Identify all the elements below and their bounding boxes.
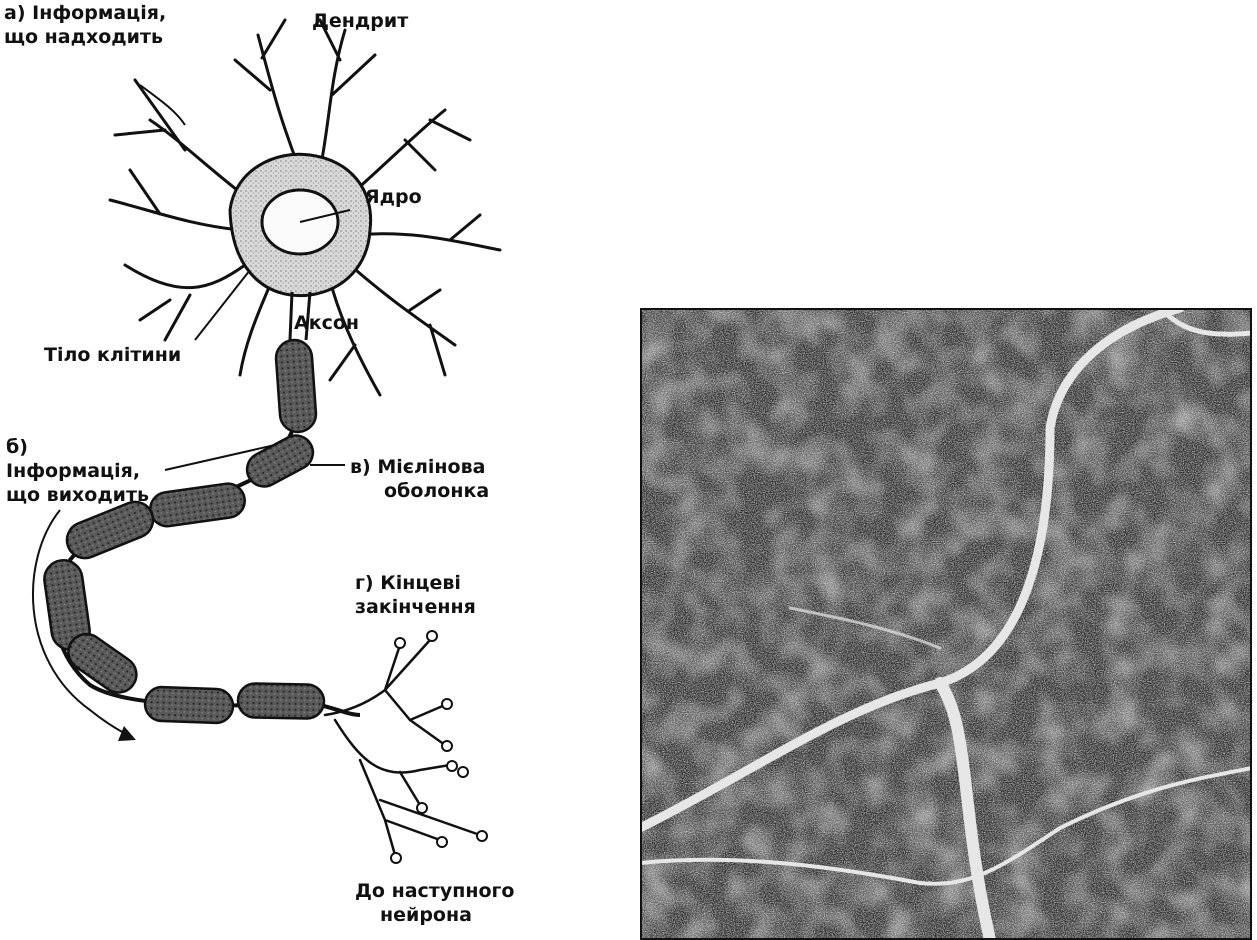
label-dendrite: Дендрит xyxy=(312,10,408,33)
label-nucleus: Ядро xyxy=(365,186,422,209)
label-myelin-line1: в) Мієлінова xyxy=(350,456,485,479)
label-outgoing-line3: що виходить xyxy=(6,484,149,507)
label-terminals-line2: закінчення xyxy=(355,596,476,619)
label-next-neuron-line1: До наступного xyxy=(355,880,515,903)
label-outgoing-line1: б) xyxy=(6,436,28,459)
label-incoming-line2: що надходить xyxy=(4,26,163,49)
label-incoming-line1: а) Інформація, xyxy=(4,2,166,25)
label-outgoing-line2: Інформація, xyxy=(6,460,140,483)
myelin-sheath xyxy=(42,339,324,724)
outgoing-arrowhead xyxy=(118,726,136,741)
label-next-neuron-line2: нейрона xyxy=(380,904,472,927)
label-cell-body: Тіло клітини xyxy=(44,344,181,367)
label-myelin-line2: оболонка xyxy=(384,480,489,503)
axon-terminals xyxy=(325,640,480,855)
label-terminals-line1: г) Кінцеві xyxy=(355,572,461,595)
label-axon: Аксон xyxy=(294,312,359,335)
micrograph-photo xyxy=(640,308,1252,940)
